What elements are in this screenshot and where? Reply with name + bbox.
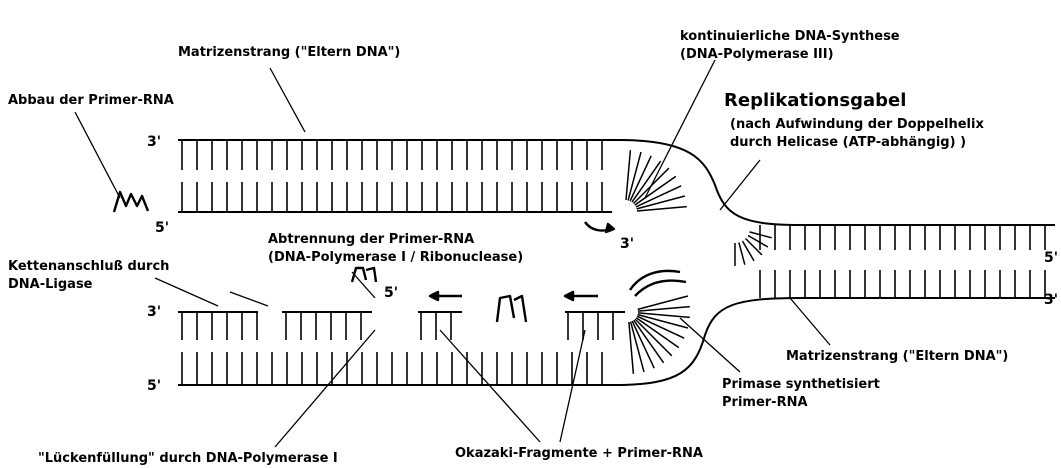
fork-fan-line-right	[748, 236, 768, 248]
cut-primer-squiggle	[352, 268, 376, 282]
pointer-ketten-1	[155, 278, 218, 306]
pointer-abtrennung	[352, 272, 375, 298]
end-top-new-3: 3'	[620, 236, 634, 252]
end-top-left-5: 5'	[155, 220, 169, 236]
pointer-abbau	[75, 112, 120, 198]
okazaki-arrowhead-1	[430, 292, 438, 300]
primase-primer-ribbon	[630, 271, 686, 296]
pointer-lueckenfuellung	[275, 330, 375, 447]
label-replikationsgabel: Replikationsgabel	[724, 90, 906, 111]
pointer-matrix-top	[270, 68, 305, 132]
fork-fan-line-right	[743, 241, 755, 261]
label-matrix-top: Matrizenstrang ("Eltern DNA")	[178, 45, 400, 60]
pointer-helicase	[720, 160, 760, 210]
fork-fan-lines	[626, 150, 772, 374]
label-abbau: Abbau der Primer-RNA	[8, 93, 174, 108]
label-primase-1: Primase synthetisiert	[722, 377, 880, 392]
label-primase-2: Primer-RNA	[722, 395, 808, 410]
label-helicase-2: durch Helicase (ATP-abhängig) )	[730, 135, 966, 150]
label-matrix-bottom: Matrizenstrang ("Eltern DNA")	[786, 349, 1008, 364]
okazaki-arrowhead-2	[565, 292, 573, 300]
pointer-kontinuierlich	[645, 60, 715, 198]
label-okazaki: Okazaki-Fragmente + Primer-RNA	[455, 446, 703, 461]
pointer-matrix-bottom	[790, 298, 830, 345]
pointer-primase	[680, 318, 740, 372]
annotation-labels: Matrizenstrang ("Eltern DNA") Abbau der …	[8, 29, 1008, 466]
label-kontinuierlich-1: kontinuierliche DNA-Synthese	[680, 29, 900, 44]
end-top-left-3: 3'	[147, 134, 161, 150]
label-lueckenfuellung: "Lückenfüllung" durch DNA-Polymerase I	[38, 451, 338, 466]
label-kontinuierlich-2: (DNA-Polymerase III)	[680, 47, 834, 62]
pointer-ketten-2	[230, 292, 268, 306]
end-right-3: 3'	[1044, 292, 1058, 308]
end-bottom-left-5: 5'	[147, 378, 161, 394]
label-abtrennung-2: (DNA-Polymerase I / Ribonuclease)	[268, 250, 523, 265]
label-ketten-1: Kettenanschluß durch	[8, 259, 169, 274]
end-lag-left-3: 3'	[147, 304, 161, 320]
label-ketten-2: DNA-Ligase	[8, 277, 93, 292]
fork-fan-line-right	[739, 243, 745, 265]
end-lag-gap-5: 5'	[384, 285, 398, 301]
end-right-5: 5'	[1044, 250, 1058, 266]
label-abtrennung-1: Abtrennung der Primer-RNA	[268, 232, 474, 247]
leading-end-arrowhead	[606, 224, 614, 232]
label-helicase-1: (nach Aufwindung der Doppelhelix	[730, 117, 984, 132]
degraded-primer-squiggle	[114, 192, 148, 212]
okazaki-primer-1	[497, 296, 526, 322]
